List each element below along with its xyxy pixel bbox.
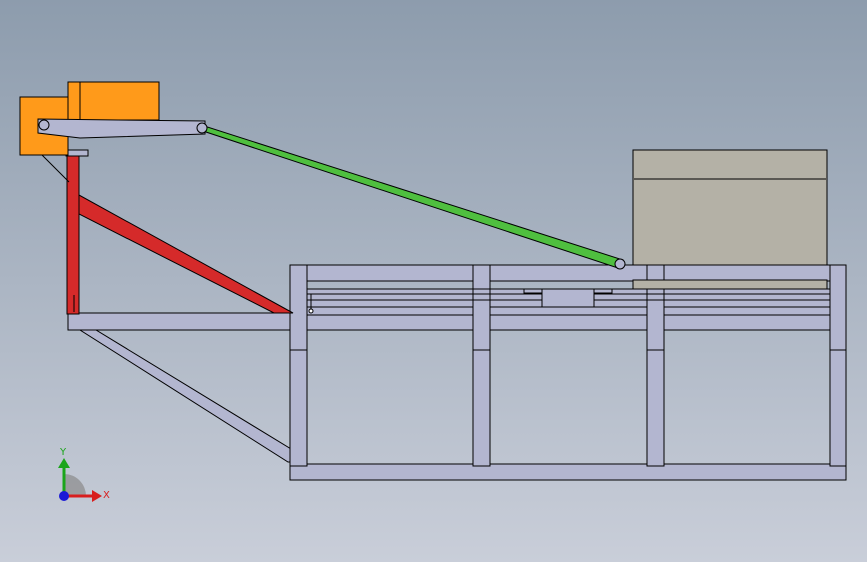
frame-mid-rail-lower[interactable] [289, 314, 832, 331]
arm-extension-beam[interactable] [67, 312, 291, 331]
motor-body[interactable] [67, 81, 160, 121]
frame-post-3[interactable] [646, 264, 665, 467]
crank-arm[interactable] [37, 118, 206, 139]
slide-block-left-tab [523, 288, 543, 294]
slide-block[interactable] [541, 288, 595, 308]
triad-z-axis [59, 491, 69, 501]
load-box[interactable] [632, 149, 828, 266]
slide-block-right-tab [593, 288, 613, 294]
frame-post-2[interactable] [472, 264, 491, 467]
triad-y-label: Y [59, 447, 67, 458]
frame-post-4[interactable] [829, 264, 847, 467]
motor-bracket-line [39, 152, 70, 183]
triad-x-arrow [92, 490, 102, 502]
motor-bracket-plate[interactable] [65, 149, 89, 157]
frame-top-rail[interactable] [289, 264, 832, 282]
load-box-base [632, 279, 828, 290]
diagonal-strut[interactable] [78, 194, 294, 314]
frame-mid-rail-upper[interactable] [289, 306, 832, 316]
link-pivot-lower[interactable] [614, 258, 626, 270]
frame-bottom-rail[interactable] [289, 463, 847, 481]
crank-link-pivot[interactable] [196, 122, 208, 134]
triad-arc [64, 474, 86, 496]
machine-assembly[interactable] [19, 81, 847, 481]
motor-flange [67, 81, 81, 121]
latch-knob[interactable] [308, 308, 314, 314]
crank-pivot[interactable] [38, 119, 50, 131]
orientation-triad: Y X [58, 447, 110, 502]
support-post[interactable] [66, 151, 80, 315]
triad-y-arrow [58, 458, 70, 468]
frame-post-1[interactable] [289, 264, 308, 467]
triad-x-label: X [103, 490, 110, 501]
